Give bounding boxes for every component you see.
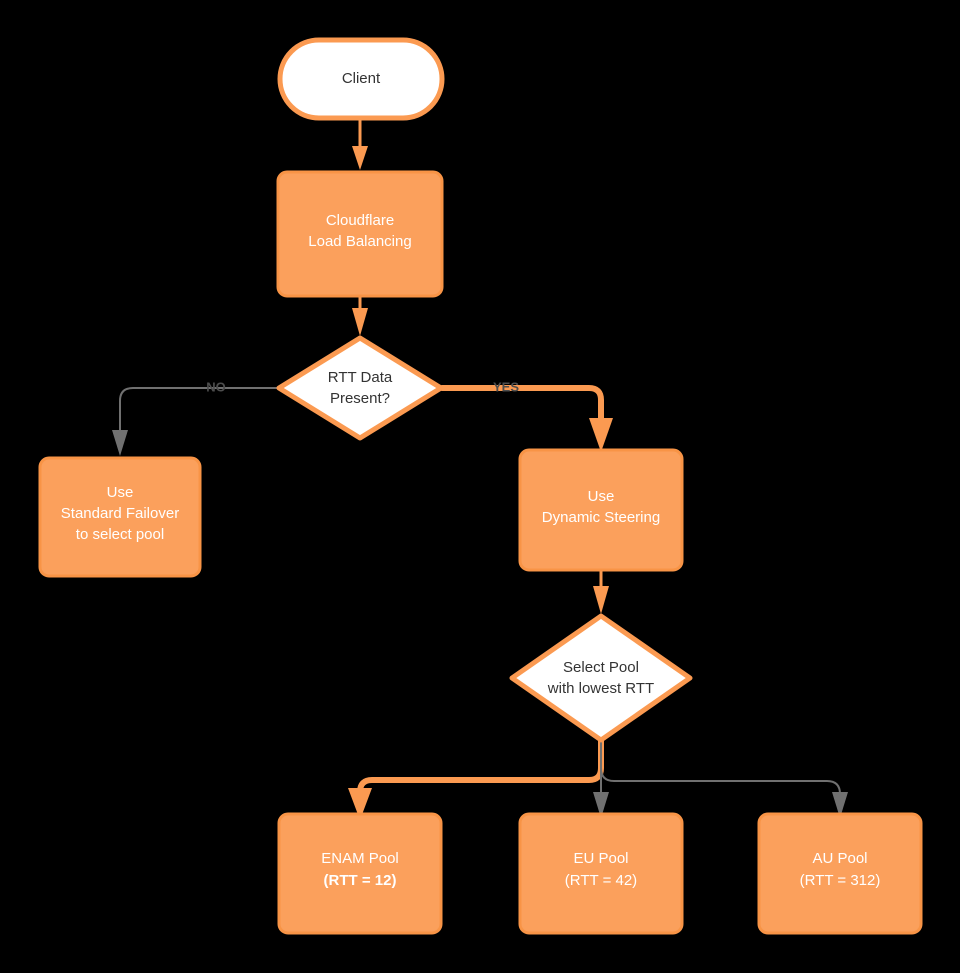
node-standard-failover-line2: Standard Failover <box>61 505 179 522</box>
node-standard-failover-line1: Use <box>107 484 134 501</box>
node-cloudflare-load-balancing[interactable]: Cloudflare Load Balancing <box>276 170 444 298</box>
node-client[interactable]: Client <box>277 37 445 121</box>
edge-select-pool-to-au <box>600 739 848 818</box>
node-enam-pool-line1: ENAM Pool <box>321 850 399 867</box>
node-dynamic-steering-line1: Use <box>588 488 615 505</box>
node-au-pool-line1: AU Pool <box>812 850 867 867</box>
node-dynamic-steering-line2: Dynamic Steering <box>542 509 660 526</box>
node-rtt-decision-line1: RTT Data <box>328 369 393 386</box>
node-au-pool[interactable]: AU Pool (RTT = 312) <box>757 812 923 935</box>
node-select-pool-decision[interactable]: Select Pool with lowest RTT <box>509 613 693 743</box>
node-standard-failover-line3: to select pool <box>76 526 164 543</box>
node-rtt-decision-line2: Present? <box>330 390 390 407</box>
node-load-balancing-line2: Load Balancing <box>308 233 411 250</box>
node-eu-pool-line1: EU Pool <box>573 850 628 867</box>
node-client-label: Client <box>342 70 381 87</box>
edge-select-pool-to-enam <box>348 737 604 820</box>
node-select-pool-line1: Select Pool <box>563 659 639 676</box>
edge-rtt-decision-no <box>112 387 279 456</box>
edge-dynamic-steering-to-select-pool <box>593 568 609 614</box>
node-au-pool-rtt: (RTT = 312) <box>800 872 881 889</box>
node-standard-failover[interactable]: Use Standard Failover to select pool <box>38 456 202 578</box>
edge-load-balancing-to-rtt-decision <box>352 294 368 336</box>
node-eu-pool-rtt: (RTT = 42) <box>565 872 637 889</box>
node-load-balancing-line1: Cloudflare <box>326 212 394 229</box>
node-enam-pool-rtt: (RTT = 12) <box>324 872 397 889</box>
node-dynamic-steering[interactable]: Use Dynamic Steering <box>518 448 684 572</box>
edge-client-to-load-balancing <box>352 116 368 170</box>
edge-label-yes: YES <box>493 379 519 394</box>
edge-label-no: NO <box>206 379 226 394</box>
node-enam-pool[interactable]: ENAM Pool (RTT = 12) <box>277 812 443 935</box>
node-select-pool-line2: with lowest RTT <box>547 680 654 697</box>
node-eu-pool[interactable]: EU Pool (RTT = 42) <box>518 812 684 935</box>
edge-rtt-decision-yes <box>439 385 613 452</box>
node-rtt-data-present-decision[interactable]: RTT Data Present? <box>276 335 444 441</box>
